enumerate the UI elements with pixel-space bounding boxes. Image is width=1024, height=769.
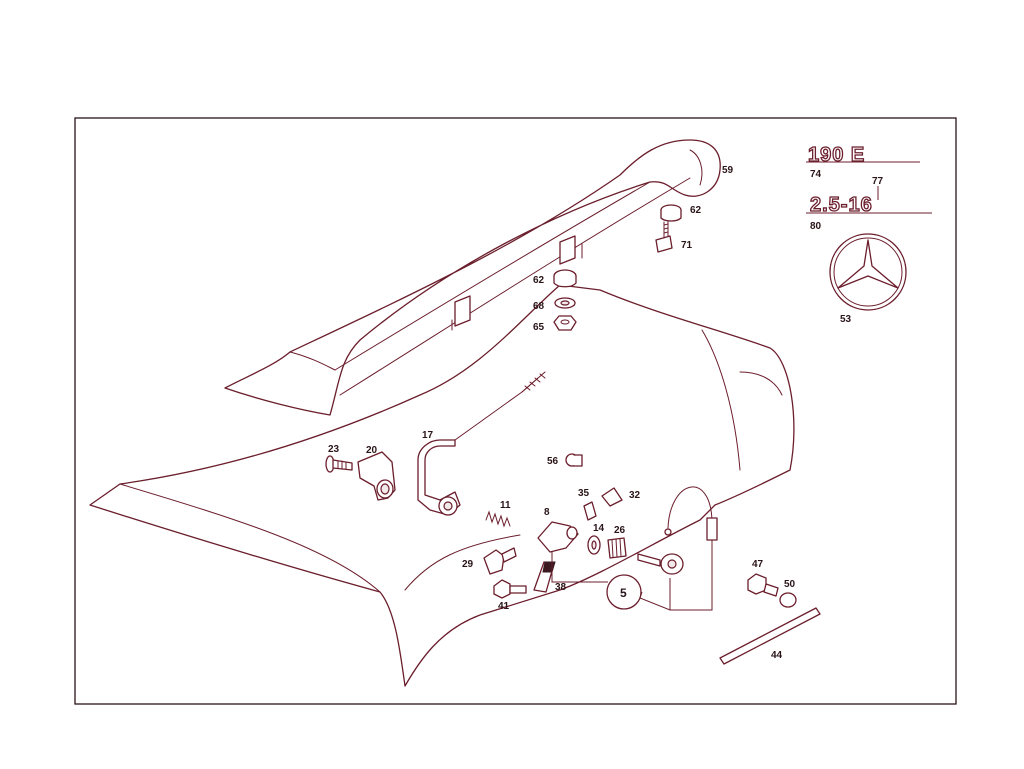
- label-62a: 62: [690, 205, 702, 216]
- label-59: 59: [722, 165, 734, 176]
- screw-23: [325, 455, 353, 473]
- label-47: 47: [752, 559, 764, 570]
- part-labels: 59 74 77 80 53 62 71 62 68 65 23 20 17 5…: [328, 165, 884, 661]
- sleeve-26: [607, 537, 627, 559]
- label-68: 68: [533, 301, 545, 312]
- bolt-41: [493, 579, 527, 599]
- diagram-frame: [74, 117, 957, 705]
- label-71: 71: [681, 240, 693, 251]
- label-53: 53: [840, 314, 852, 325]
- engine-badge: 2.5-16: [806, 186, 932, 217]
- label-26: 26: [614, 525, 626, 536]
- label-35: 35: [578, 488, 590, 499]
- seal-strip-44: [719, 607, 821, 665]
- assembly-5-callout: 5: [606, 574, 642, 610]
- star-emblem: [829, 233, 907, 311]
- bolt-47: [747, 573, 779, 597]
- label-23: 23: [328, 444, 340, 455]
- torsion-bar-17: [417, 371, 546, 516]
- label-65: 65: [533, 322, 545, 333]
- rear-spoiler: [224, 139, 721, 416]
- release-cable: [664, 486, 718, 541]
- label-80: 80: [810, 221, 822, 232]
- nut-65: [553, 315, 577, 331]
- spring-11: [485, 510, 511, 528]
- label-56: 56: [547, 456, 559, 467]
- lock-cylinder-8: [537, 521, 579, 553]
- label-29: 29: [462, 559, 474, 570]
- callout-5: 5: [620, 586, 627, 600]
- hinge-bracket-20: [357, 451, 396, 501]
- rubber-washer-62b: [553, 269, 577, 288]
- label-44: 44: [771, 650, 783, 661]
- clip-32: [601, 487, 623, 507]
- label-77: 77: [872, 176, 884, 187]
- key: [637, 553, 684, 575]
- label-14: 14: [593, 523, 605, 534]
- label-41: 41: [498, 601, 510, 612]
- rubber-washer-62a: [660, 204, 682, 222]
- label-20: 20: [366, 445, 378, 456]
- engine-badge-text: 2.5-16: [810, 194, 873, 216]
- screw-56: [565, 453, 583, 467]
- model-badge-text: 190 E: [808, 144, 865, 166]
- nut-50: [779, 592, 797, 608]
- trunk-lid: [89, 284, 795, 687]
- washer-68: [554, 297, 576, 309]
- label-62b: 62: [533, 275, 545, 286]
- washer-14: [587, 535, 601, 555]
- model-badge: 190 E: [806, 143, 920, 167]
- clip-35: [583, 501, 597, 521]
- label-74: 74: [810, 169, 822, 180]
- label-11: 11: [500, 500, 511, 511]
- label-50: 50: [784, 579, 796, 590]
- label-8: 8: [544, 507, 550, 518]
- label-32: 32: [629, 490, 641, 501]
- bolt-29: [483, 547, 517, 575]
- label-38: 38: [555, 582, 567, 593]
- label-17: 17: [422, 430, 434, 441]
- bolt-71: [655, 221, 673, 253]
